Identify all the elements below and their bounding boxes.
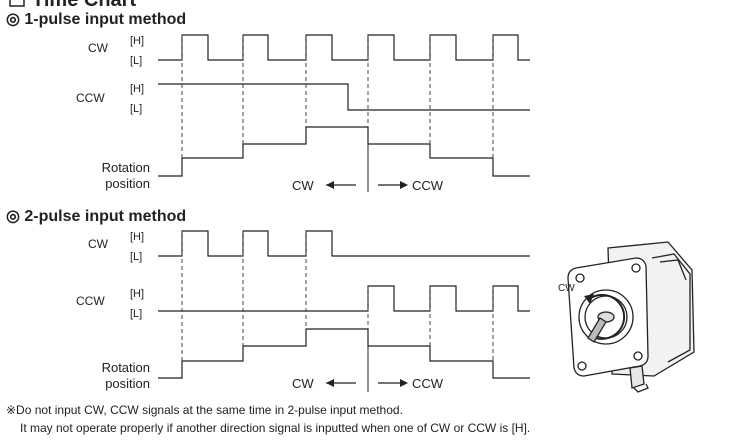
rotation-position-wave-1	[158, 126, 530, 177]
note-line-1: ※Do not input CW, CCW signals at the sam…	[6, 403, 403, 417]
ccw-label-1: CCW	[76, 91, 105, 105]
title-box-icon	[9, 0, 25, 7]
dir-ccw-label-1: CCW	[412, 178, 444, 193]
cw-pulse-wave-2	[158, 230, 530, 257]
stepper-motor-illustration	[567, 241, 695, 393]
note-line-2: It may not operate properly if another d…	[20, 421, 530, 435]
cw-low-label-1: [L]	[130, 55, 142, 67]
section-2-heading: ◎ 2-pulse input method	[6, 208, 186, 225]
arrow-right-icon	[400, 379, 408, 387]
ccw-label-2: CCW	[76, 294, 105, 308]
section-1-heading: ◎ 1-pulse input method	[6, 11, 186, 28]
ccw-high-label-2: [H]	[130, 288, 144, 300]
rotation-label-1b: position	[105, 176, 150, 191]
motor-cw-label: CW	[558, 283, 575, 294]
title-group: Time Chart	[9, 0, 136, 11]
dir-cw-label-2: CW	[292, 376, 314, 391]
arrow-right-icon	[400, 181, 408, 189]
page-title: Time Chart	[32, 0, 136, 11]
rotation-arrow-icon	[587, 293, 626, 340]
cw-pulse-wave-1	[158, 34, 530, 61]
cw-high-label-1: [H]	[130, 35, 144, 47]
rotation-position-wave-2	[158, 328, 530, 379]
rotation-arrowhead-icon	[584, 294, 594, 304]
section-1-waveforms	[158, 34, 530, 177]
cw-label-1: CW	[88, 41, 109, 55]
ccw-high-label-1: [H]	[130, 83, 144, 95]
section-1-guides	[181, 35, 494, 158]
cw-low-label-2: [L]	[130, 251, 142, 263]
cw-high-label-2: [H]	[130, 231, 144, 243]
cw-label-2: CW	[88, 237, 109, 251]
arrow-left-icon	[326, 181, 334, 189]
rotation-label-2a: Rotation	[102, 360, 150, 375]
rotation-label-1a: Rotation	[102, 160, 150, 175]
section-2-waveforms	[158, 230, 530, 379]
ccw-pulse-wave-2	[158, 285, 530, 312]
dir-ccw-label-2: CCW	[412, 376, 444, 391]
ccw-low-label-1: [L]	[130, 103, 142, 115]
ccw-direction-wave-1	[158, 83, 530, 111]
section-2-guides	[181, 231, 494, 361]
rotation-label-2b: position	[105, 376, 150, 391]
dir-cw-label-1: CW	[292, 178, 314, 193]
arrow-left-icon	[326, 379, 334, 387]
ccw-low-label-2: [L]	[130, 308, 142, 320]
